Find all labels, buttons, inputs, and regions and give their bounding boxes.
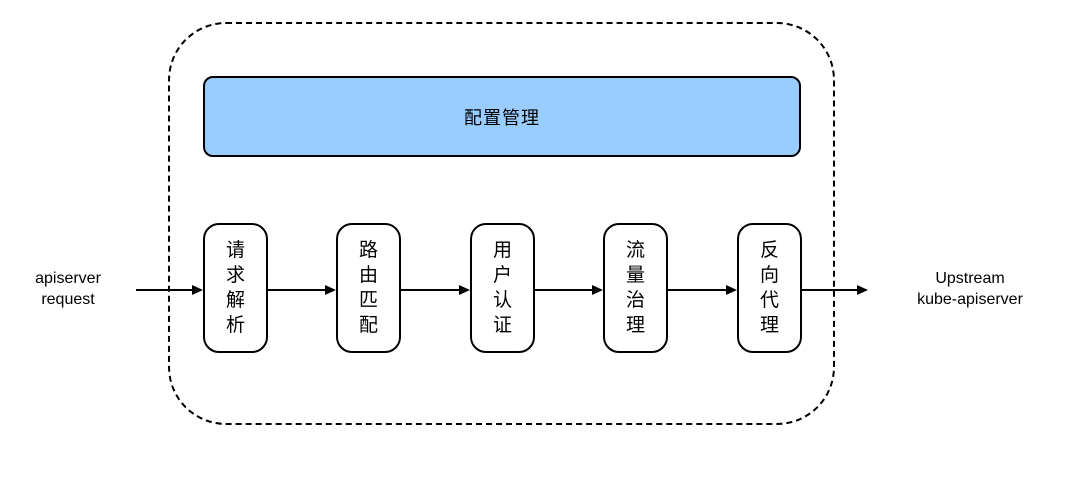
stage-box-route-matching: 路由匹配 — [336, 223, 401, 353]
stage-label: 请求解析 — [225, 240, 245, 336]
right-endpoint-label-line1: Upstream — [935, 270, 1005, 287]
stage-label: 反向代理 — [759, 240, 779, 336]
right-endpoint-label-line2: kube-apiserver — [917, 291, 1023, 308]
config-management-box: 配置管理 — [203, 76, 801, 157]
left-endpoint-label: apiserver request — [8, 268, 128, 310]
left-endpoint-label-line1: apiserver — [35, 270, 101, 287]
stage-box-request-parsing: 请求解析 — [203, 223, 268, 353]
config-management-label: 配置管理 — [464, 107, 540, 128]
right-endpoint-label: Upstream kube-apiserver — [875, 268, 1065, 310]
stage-label: 流量治理 — [625, 240, 645, 336]
stage-box-reverse-proxy: 反向代理 — [737, 223, 802, 353]
stage-box-traffic-governance: 流量治理 — [603, 223, 668, 353]
left-endpoint-label-line2: request — [41, 291, 95, 308]
stage-label: 路由匹配 — [358, 240, 378, 336]
stage-label: 用户认证 — [492, 240, 512, 336]
stage-box-user-auth: 用户认证 — [470, 223, 535, 353]
proxy-boundary-dashed-box — [168, 22, 835, 425]
